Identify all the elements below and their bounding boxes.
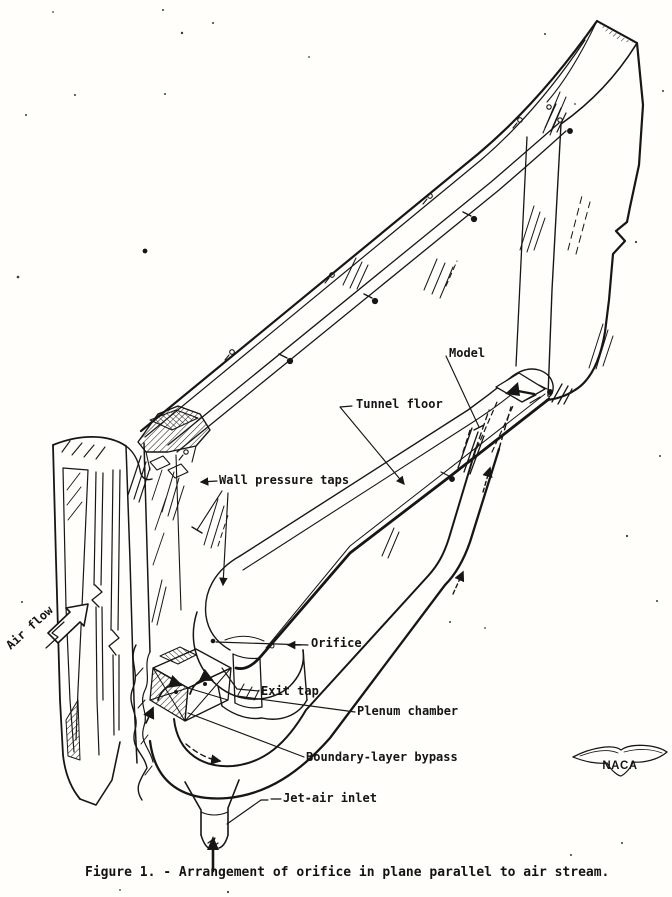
label-exit-tap: Exit tap bbox=[261, 684, 319, 698]
model-leader bbox=[445, 355, 485, 431]
bypass-duct bbox=[148, 406, 512, 800]
leader-lines bbox=[187, 355, 485, 825]
air-flow-arrow bbox=[45, 603, 89, 649]
label-boundary-layer-bypass: Boundary-layer bypass bbox=[306, 750, 458, 764]
label-orifice: Orifice bbox=[311, 636, 362, 650]
exit-tap-leader bbox=[221, 667, 260, 692]
back-window bbox=[515, 136, 528, 367]
label-wall-pressure-taps: Wall pressure taps bbox=[219, 473, 350, 487]
naca-logo-text: NACA bbox=[602, 760, 637, 772]
figure-caption: Figure 1. - Arrangement of orifice in pl… bbox=[85, 865, 610, 880]
label-model: Model bbox=[449, 346, 486, 360]
label-plenum-chamber: Plenum chamber bbox=[357, 704, 459, 718]
tunnel-floor-leader bbox=[339, 405, 405, 485]
bypass-leader bbox=[187, 712, 305, 758]
naca-emblem: NACA bbox=[572, 744, 668, 777]
right-wall bbox=[545, 41, 645, 402]
glass-hatching bbox=[127, 91, 614, 626]
flow-arrows bbox=[45, 466, 493, 873]
model-shape bbox=[462, 372, 546, 453]
valve-assembly bbox=[149, 646, 232, 722]
top-wall-beam bbox=[139, 19, 638, 453]
orifice-leader bbox=[210, 636, 309, 650]
scan-speckles bbox=[16, 9, 664, 894]
jet-inlet-leader bbox=[226, 798, 282, 825]
label-jet-air-inlet: Jet-air inlet bbox=[283, 791, 377, 805]
mounting-bracket bbox=[137, 405, 211, 479]
tunnel-floor-plate bbox=[204, 368, 573, 670]
label-tunnel-floor: Tunnel floor bbox=[356, 397, 443, 411]
jet-inlet-arrow bbox=[207, 836, 219, 873]
wall-taps-leaders bbox=[191, 477, 229, 587]
rivet-icons bbox=[178, 104, 573, 461]
entrance-bell bbox=[52, 436, 153, 806]
plenum-leader bbox=[236, 695, 356, 713]
